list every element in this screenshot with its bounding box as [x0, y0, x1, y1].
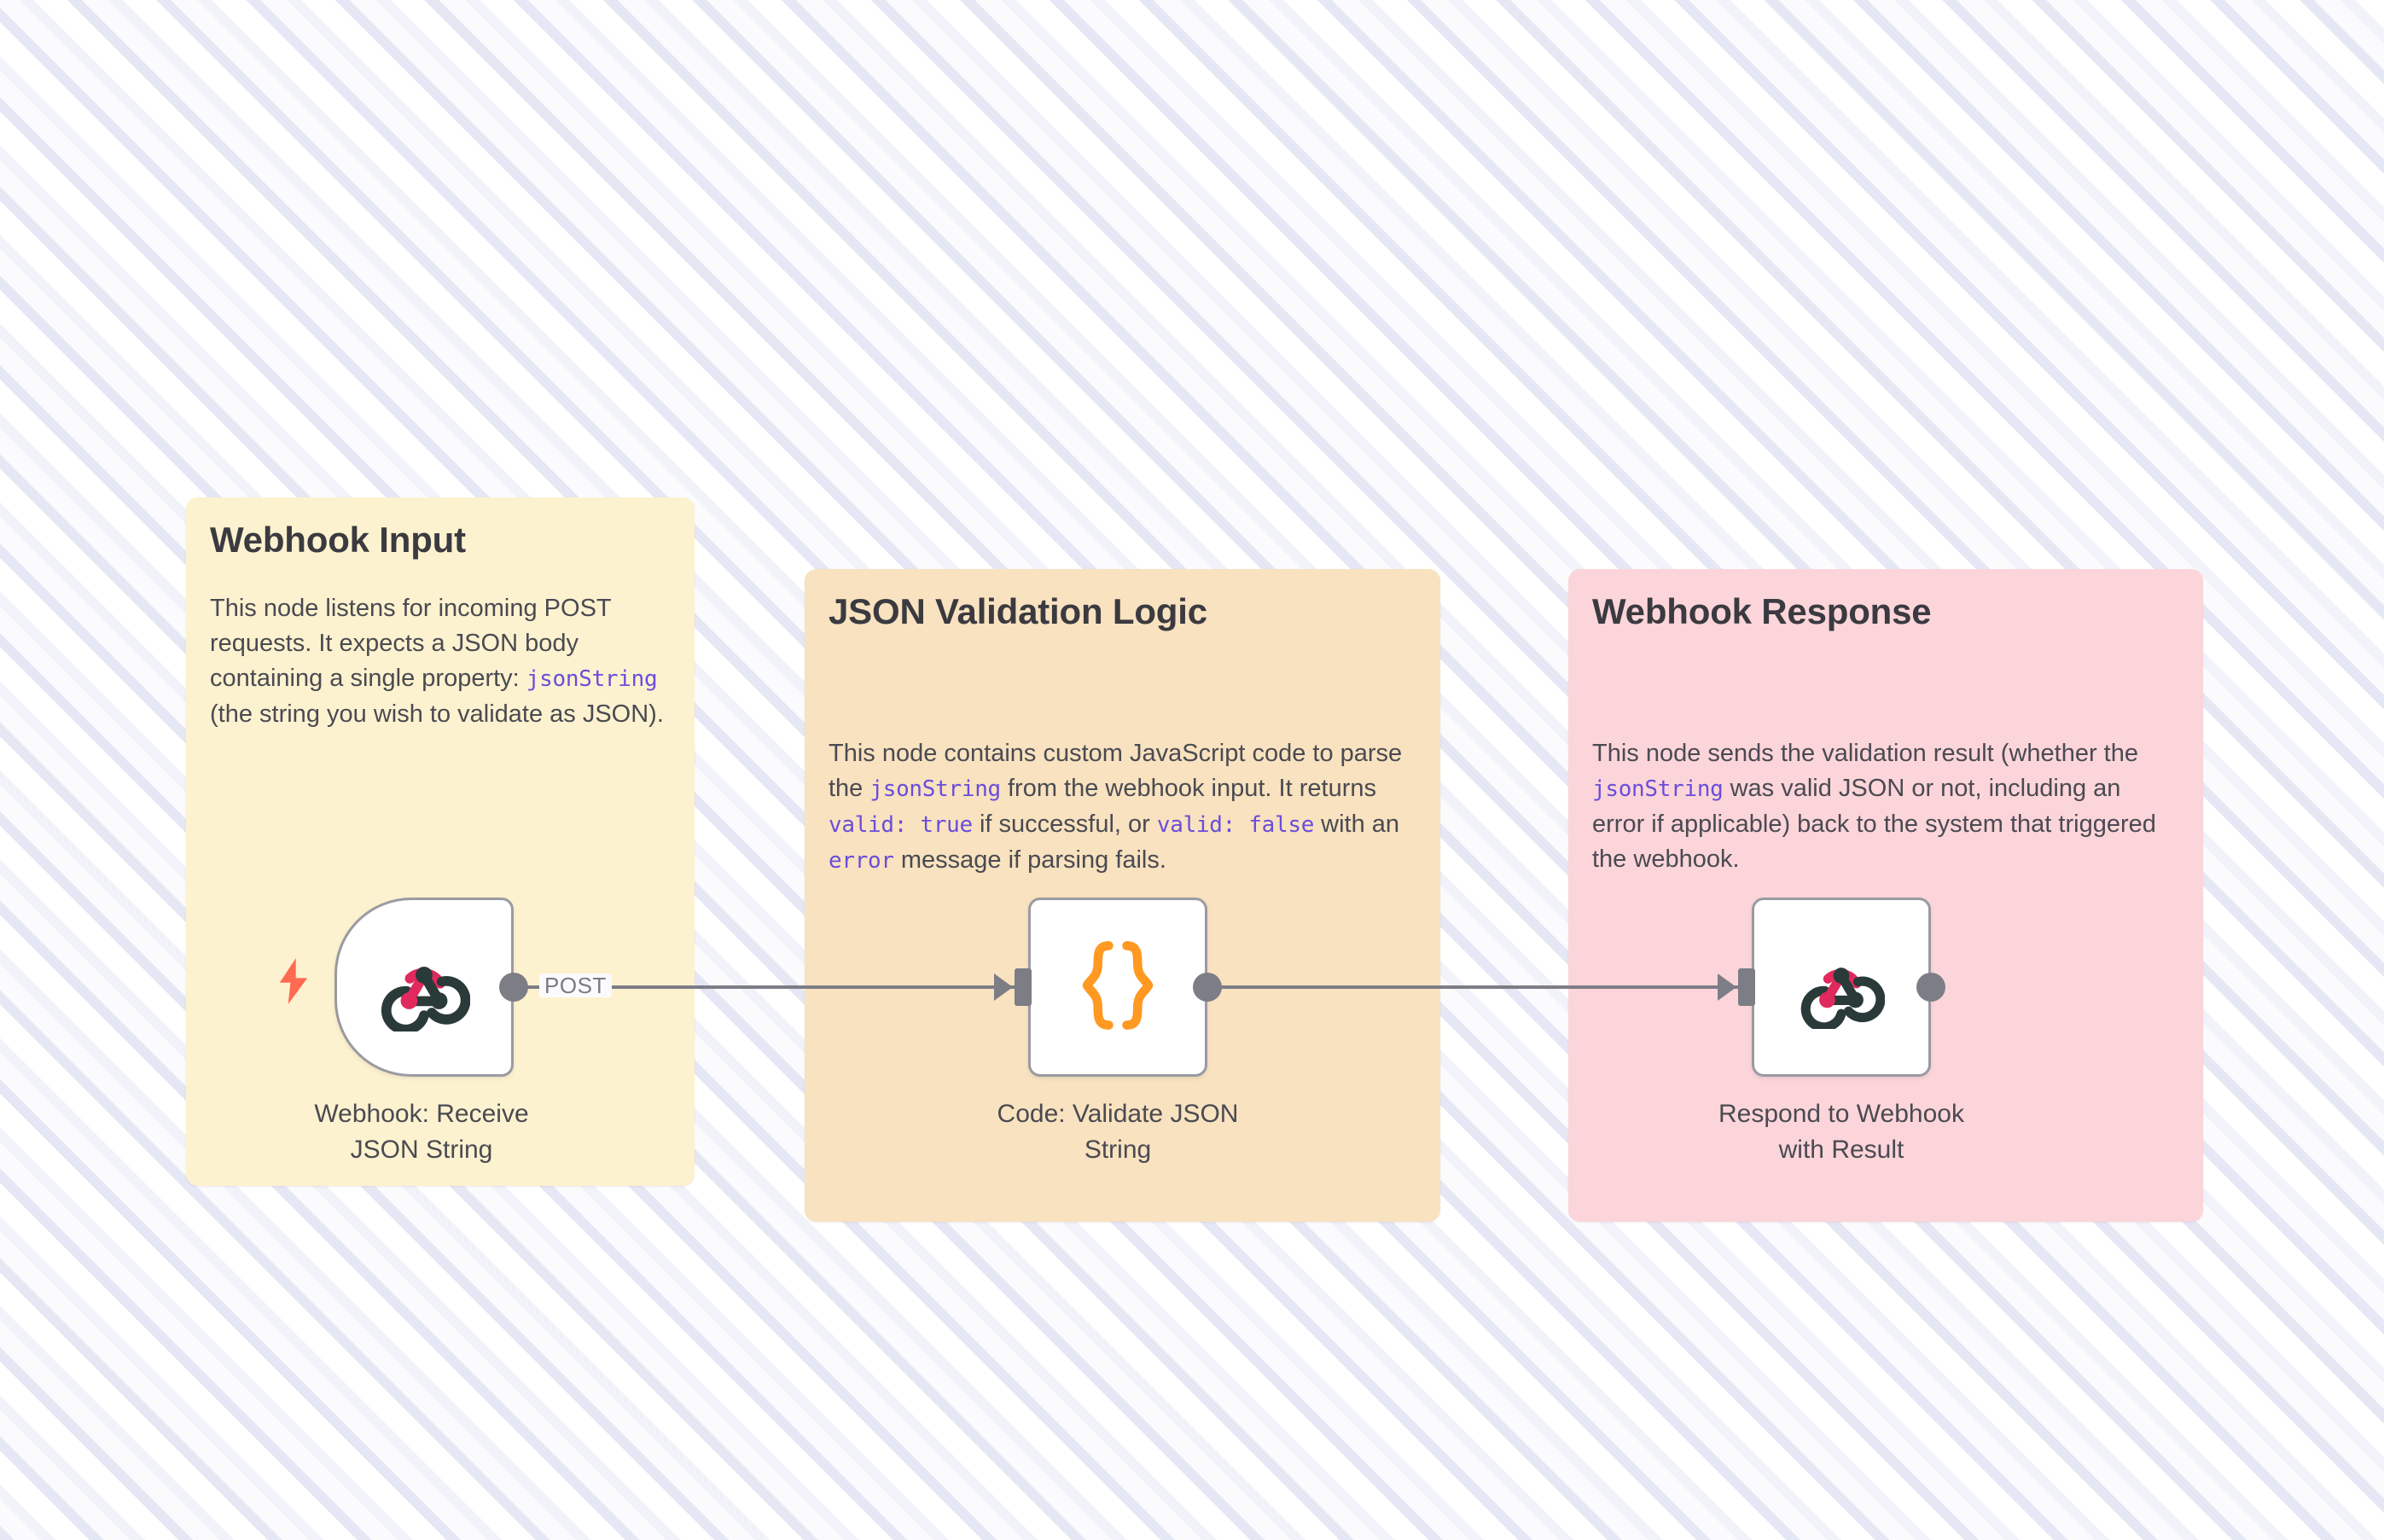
sticky-note-body: This node contains custom JavaScript cod… [829, 736, 1417, 879]
connection-webhook-to-code[interactable] [522, 985, 1015, 989]
code-braces-icon [1077, 939, 1159, 1037]
node-label-code-validate-json: Code: Validate JSON String [997, 1100, 1239, 1164]
node-respond-to-webhook[interactable] [1752, 898, 1931, 1077]
connection-label-post: POST [539, 973, 612, 997]
sticky-code-segment: error [829, 848, 894, 874]
sticky-text-segment: from the webhook input. It returns [1000, 775, 1376, 802]
sticky-text-segment: This node sends the validation result (w… [1592, 740, 2138, 767]
sticky-note-title: Webhook Response [1592, 591, 1932, 631]
sticky-code-segment: valid: false [1156, 812, 1315, 838]
sticky-note-title: Webhook Input [210, 520, 466, 560]
webhook-icon [378, 939, 471, 1036]
sticky-text-segment: This node contains custom JavaScript cod… [829, 740, 1403, 802]
webhook-icon [1798, 942, 1886, 1033]
sticky-note-webhook-response[interactable]: Webhook Response This node sends the val… [1568, 569, 2203, 1222]
trigger-bolt-icon [275, 958, 312, 1004]
sticky-text-segment: was valid JSON or not, including an erro… [1592, 775, 2156, 873]
sticky-text-segment: message if parsing fails. [893, 846, 1166, 874]
node-label-webhook-trigger: Webhook: Receive JSON String [314, 1100, 529, 1164]
sticky-note-title: JSON Validation Logic [829, 591, 1207, 631]
node-webhook-trigger[interactable] [334, 898, 514, 1077]
sticky-text-segment: This node listens for incoming POST requ… [210, 595, 612, 692]
sticky-note-webhook-input[interactable]: Webhook Input This node listens for inco… [186, 497, 695, 1186]
input-port-respond[interactable] [1738, 968, 1755, 1006]
sticky-text-segment: with an [1314, 811, 1400, 838]
node-code-validate-json[interactable] [1028, 898, 1207, 1077]
sticky-text-segment: (the string you wish to validate as JSON… [210, 700, 664, 728]
output-port-respond[interactable] [1916, 973, 1945, 1002]
sticky-note-body: This node sends the validation result (w… [1592, 736, 2166, 877]
sticky-note-body: This node listens for incoming POST requ… [210, 591, 664, 732]
input-port-code[interactable] [1015, 968, 1032, 1006]
sticky-code-segment: jsonString [1592, 776, 1724, 802]
sticky-text-segment: if successful, or [972, 811, 1157, 838]
sticky-code-segment: valid: true [829, 812, 973, 838]
sticky-note-json-validation-logic[interactable]: JSON Validation Logic This node contains… [805, 569, 1440, 1222]
sticky-code-segment: jsonString [526, 666, 658, 692]
node-label-respond-to-webhook: Respond to Webhook with Result [1718, 1100, 1964, 1164]
connection-code-to-respond[interactable] [1212, 985, 1741, 989]
sticky-code-segment: jsonString [869, 776, 1001, 802]
